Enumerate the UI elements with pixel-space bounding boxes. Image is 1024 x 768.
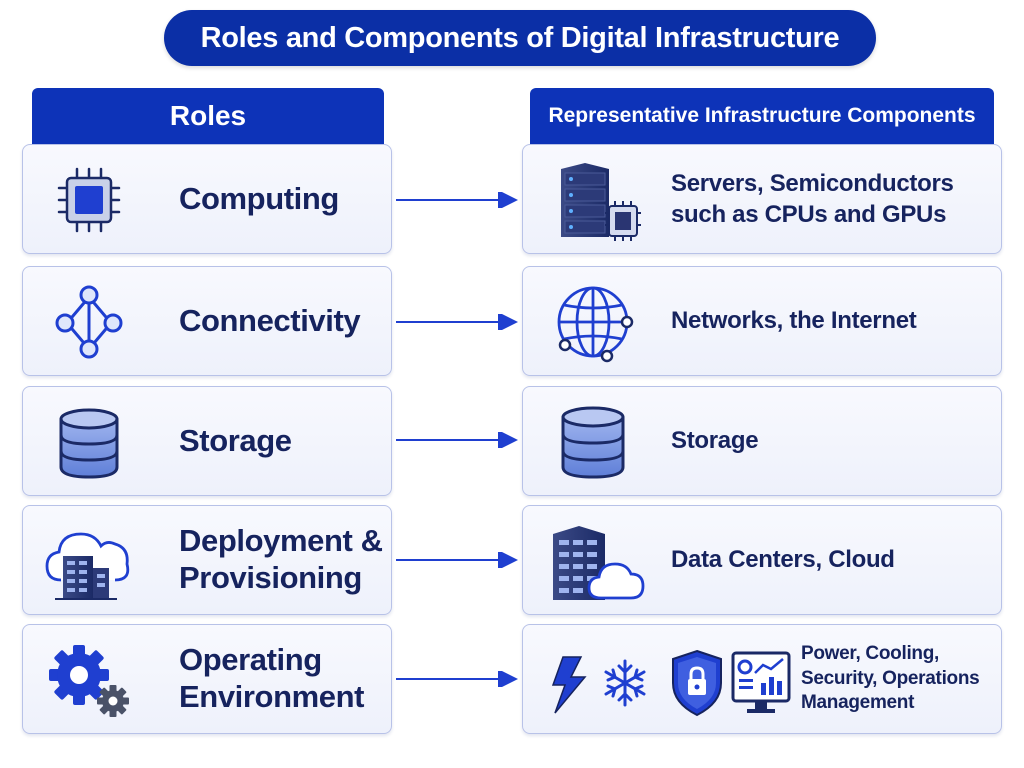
- datacenter-cloud-icon: [553, 526, 645, 600]
- role-card-operating-environment: Operating Environment: [22, 624, 392, 734]
- roles-header: Roles: [32, 88, 384, 144]
- component-card-networks: Networks, the Internet: [522, 266, 1002, 376]
- component-label: Storage: [671, 427, 759, 455]
- cpu-chip-icon: [57, 167, 121, 233]
- role-label: Operating Environment: [179, 642, 365, 714]
- gears-icon: [49, 645, 129, 717]
- role-card-connectivity: Connectivity: [22, 266, 392, 376]
- arrow-computing: [396, 192, 518, 208]
- arrow-deployment: [396, 552, 518, 568]
- role-label: Storage: [179, 422, 292, 458]
- database-icon: [561, 406, 625, 479]
- role-card-storage: Storage: [22, 386, 392, 496]
- arrow-connectivity: [396, 314, 518, 330]
- arrow-operating-environment: [396, 671, 518, 687]
- component-label: Networks, the Internet: [671, 307, 917, 335]
- server-with-chip-icon: [561, 163, 641, 241]
- component-label: Servers, Semiconductors such as CPUs and…: [671, 169, 954, 228]
- role-label: Computing: [179, 180, 339, 216]
- database-icon: [59, 408, 119, 479]
- component-card-storage: Storage: [522, 386, 1002, 496]
- monitor-dashboard-icon: [731, 651, 791, 713]
- diagram-title: Roles and Components of Digital Infrastr…: [164, 10, 876, 66]
- snowflake-icon: [604, 659, 646, 707]
- component-card-datacenters: Data Centers, Cloud: [522, 505, 1002, 615]
- components-header: Representative Infrastructure Components: [530, 88, 994, 144]
- component-label: Data Centers, Cloud: [671, 546, 895, 574]
- component-card-servers: Servers, Semiconductors such as CPUs and…: [522, 144, 1002, 254]
- component-label: Power, Cooling, Security, Operations Man…: [801, 642, 980, 714]
- lightning-icon: [551, 656, 587, 714]
- component-card-power-cooling: Power, Cooling, Security, Operations Man…: [522, 624, 1002, 734]
- role-label: Deployment & Provisioning: [179, 523, 383, 595]
- role-card-computing: Computing: [22, 144, 392, 254]
- globe-network-icon: [557, 286, 634, 363]
- role-card-deployment: Deployment & Provisioning: [22, 505, 392, 615]
- cloud-building-icon: [45, 532, 130, 600]
- role-label: Connectivity: [179, 302, 361, 338]
- network-nodes-icon: [55, 285, 123, 359]
- power-cooling-security-monitor-icons: [551, 649, 791, 717]
- arrow-storage: [396, 432, 518, 448]
- shield-lock-icon: [672, 649, 722, 717]
